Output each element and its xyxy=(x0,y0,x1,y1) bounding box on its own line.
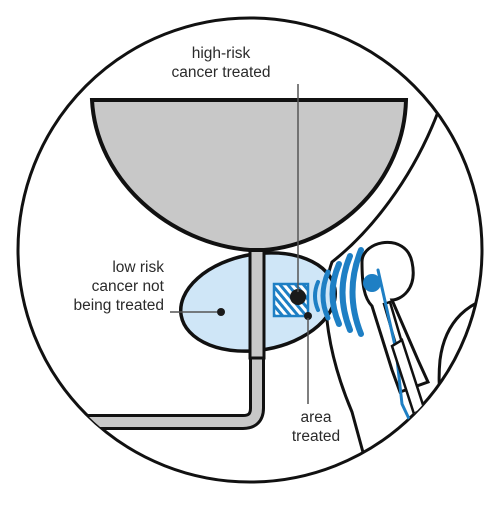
label-high-risk: high-risk cancer treated xyxy=(146,44,296,82)
label-low-risk-line2: cancer not xyxy=(91,278,164,295)
high-risk-cancer-dot xyxy=(290,289,306,305)
label-low-risk-line3: being treated xyxy=(73,297,165,314)
label-high-risk-line1: high-risk xyxy=(191,45,251,62)
urethra-through-prostate xyxy=(248,248,266,360)
label-high-risk-line2: cancer treated xyxy=(171,64,271,81)
ultrasound-waves-icon xyxy=(313,247,364,337)
label-area-line2: treated xyxy=(291,428,341,445)
urethra-inner xyxy=(40,250,262,427)
area-treated-dot xyxy=(304,312,312,320)
label-low-risk-line1: low risk xyxy=(112,259,164,276)
bladder xyxy=(89,98,409,252)
label-area-treated: area treated xyxy=(276,408,356,446)
label-low-risk: low risk cancer not being treated xyxy=(34,258,165,315)
low-risk-cancer-dot xyxy=(217,308,225,316)
label-area-line1: area xyxy=(300,409,332,426)
rectum-wall xyxy=(324,111,440,479)
